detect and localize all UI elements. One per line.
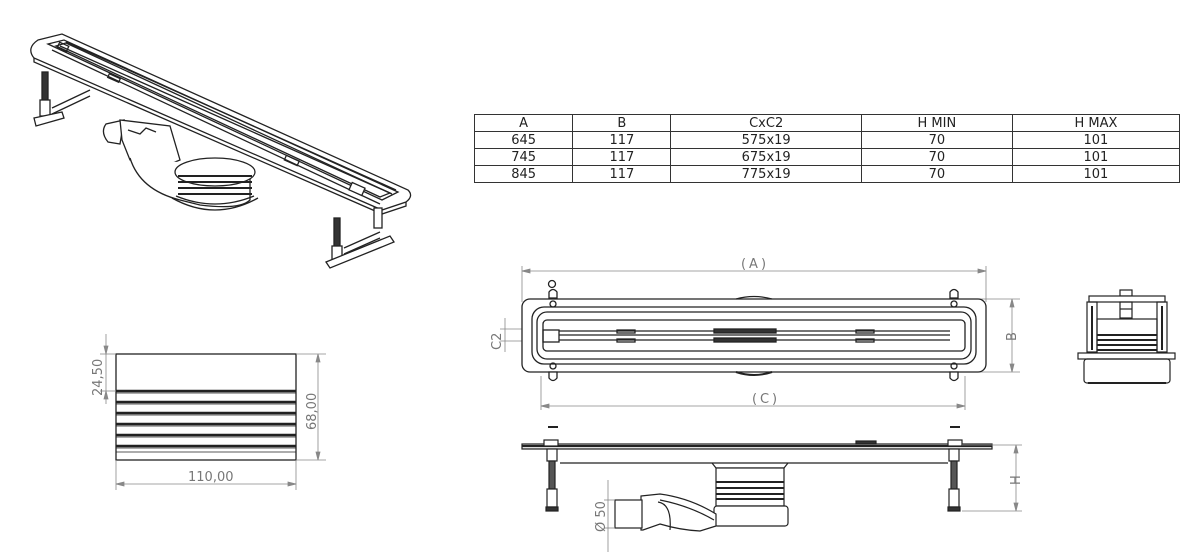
paren-left: ( <box>741 257 746 272</box>
paren-right: ) <box>772 392 777 407</box>
cell-a: 645 <box>473 131 574 149</box>
cell-b: 117 <box>572 165 672 183</box>
cell-a: 845 <box>473 165 574 183</box>
cell-h-max: 101 <box>1011 165 1181 183</box>
table-row: 745 117 675x19 70 101 <box>473 148 1181 166</box>
header-cxc2: CxC2 <box>670 114 862 132</box>
pipe-diameter-label: Ø 50 <box>594 501 609 532</box>
cell-b: 117 <box>572 148 672 166</box>
dimension-c-label: C <box>760 392 769 407</box>
dimension-a-label: A <box>749 257 758 272</box>
cell-cxc2: 675x19 <box>670 148 862 166</box>
cell-cxc2: 775x19 <box>670 165 862 183</box>
dimension-c2-label: C2 <box>490 333 505 350</box>
header-h-max: H MAX <box>1011 114 1181 132</box>
dimension-spec-table: A B CxC2 H MIN H MAX 645 117 575x19 70 1… <box>473 114 1181 183</box>
dimension-b-label: B <box>1005 332 1020 341</box>
paren-right: ) <box>761 257 766 272</box>
dimension-h-label: H <box>1009 475 1024 485</box>
cell-h-max: 101 <box>1011 148 1181 166</box>
paren-left: ( <box>752 392 757 407</box>
siphon-height-dimension: 68,00 <box>305 393 320 430</box>
table-row: 645 117 575x19 70 101 <box>473 131 1181 149</box>
table-row: 845 117 775x19 70 101 <box>473 165 1181 183</box>
header-h-min: H MIN <box>860 114 1013 132</box>
siphon-top-dimension: 24,50 <box>91 359 106 396</box>
table-header-row: A B CxC2 H MIN H MAX <box>473 114 1181 132</box>
siphon-width-dimension: 110,00 <box>188 470 234 485</box>
cell-h-min: 70 <box>860 165 1013 183</box>
